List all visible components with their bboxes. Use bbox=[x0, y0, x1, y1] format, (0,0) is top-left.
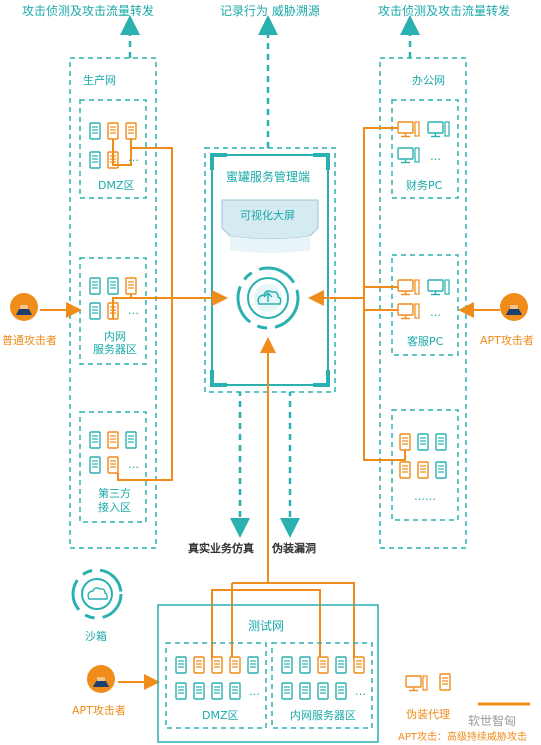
office-cs-ellipsis: … bbox=[430, 306, 441, 319]
legend-apt-note: APT攻击：高级持续威胁攻击 bbox=[398, 732, 527, 743]
bottom-attacker-label: APT攻击者 bbox=[72, 704, 126, 717]
prod-zone-third-label: 第三方 bbox=[98, 487, 131, 500]
legend-decoy-label: 伪装代理 bbox=[406, 708, 450, 721]
production-orange-links bbox=[112, 139, 228, 481]
office-zone-cs-label: 客服PC bbox=[407, 335, 444, 348]
test-net-title: 测试网 bbox=[248, 619, 285, 633]
test-zone-dmz-label: DMZ区 bbox=[202, 709, 239, 722]
decoy-legend-server-icon bbox=[439, 673, 451, 691]
test-intranet-ellipsis: … bbox=[355, 685, 366, 698]
sandbox-icon bbox=[71, 568, 123, 620]
office-zone-other-label: …… bbox=[414, 490, 436, 503]
top-right-label: 攻击侦测及攻击流量转发 bbox=[378, 4, 511, 18]
hacker-icon bbox=[87, 665, 115, 693]
screen-graphic bbox=[221, 199, 319, 253]
top-arrows bbox=[120, 15, 420, 148]
real-business-sim-label: 真实业务仿真 bbox=[188, 542, 254, 555]
test-net-box bbox=[157, 604, 379, 743]
sandbox-label: 沙箱 bbox=[85, 630, 107, 643]
prod-dmz-ellipsis: … bbox=[128, 151, 139, 164]
honeypot-core-icon bbox=[236, 266, 300, 330]
hacker-icon bbox=[500, 293, 528, 321]
office-net-title: 办公网 bbox=[412, 74, 445, 87]
honeypot-title: 蜜罐服务管理端 bbox=[226, 170, 311, 184]
test-net-links bbox=[211, 337, 355, 660]
watermark-text: 软世智匈 bbox=[468, 714, 517, 728]
office-orange-links bbox=[308, 127, 406, 461]
hacker-icon bbox=[10, 293, 38, 321]
office-zone-finance-label: 财务PC bbox=[406, 179, 443, 192]
test-zone-intranet-label: 内网服务器区 bbox=[290, 709, 356, 722]
production-net-title: 生产网 bbox=[83, 74, 116, 87]
decoy-legend-pc-icon bbox=[405, 675, 428, 692]
left-attacker-label: 普通攻击者 bbox=[2, 334, 57, 347]
prod-intranet-ellipsis: … bbox=[128, 304, 139, 317]
prod-zone-third-label2: 接入区 bbox=[98, 501, 131, 514]
prod-zone-intranet-label2: 服务器区 bbox=[93, 343, 137, 356]
honeypot-screen-label: 可视化大屏 bbox=[240, 209, 295, 222]
prod-zone-dmz-label: DMZ区 bbox=[98, 179, 135, 192]
office-finance-ellipsis: … bbox=[430, 150, 441, 163]
prod-zone-intranet-label: 内网 bbox=[104, 330, 126, 343]
fake-vuln-label: 伪装漏洞 bbox=[272, 542, 316, 555]
top-center-label: 记录行为 威胁溯源 bbox=[220, 4, 320, 18]
top-left-label: 攻击侦测及攻击流量转发 bbox=[22, 4, 155, 18]
test-dmz-ellipsis: … bbox=[249, 685, 260, 698]
down-arrows bbox=[230, 390, 300, 538]
prod-third-ellipsis: … bbox=[128, 458, 139, 471]
right-attacker-label: APT攻击者 bbox=[480, 334, 534, 347]
